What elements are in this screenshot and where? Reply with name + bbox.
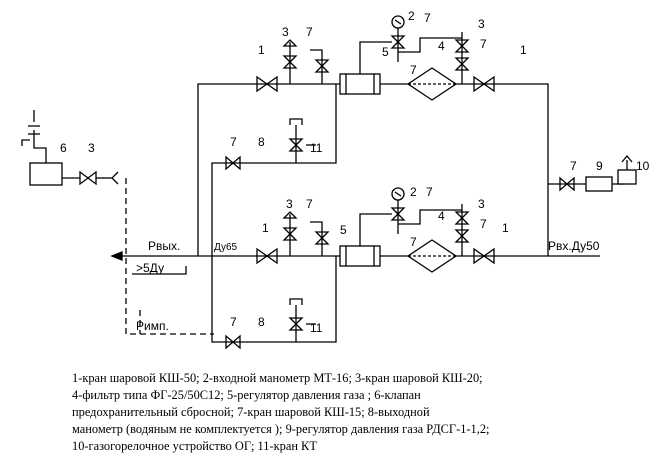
num-3-relief: 3 — [88, 141, 95, 155]
pulse-line-label: Pимп. — [136, 319, 169, 333]
gas-filter-4-bottom — [406, 239, 458, 273]
vent-valve-3-top — [282, 39, 298, 84]
relief-valve-6 — [21, 110, 63, 186]
num-7-gauge-top: 7 — [424, 11, 431, 25]
ball-valve-1-bottom-right — [473, 247, 495, 265]
pipe-labels: Pвых. >5Ду Ду65 Pвх.Ду50 Pимп. — [136, 239, 600, 333]
num-8-bottom: 8 — [258, 315, 265, 329]
legend-line: 1-кран шаровой КШ-50; 2-входной манометр… — [72, 371, 483, 385]
num-7-gauge-bottom: 7 — [426, 185, 433, 199]
num-1-bottom-right: 1 — [502, 221, 509, 235]
relief-inlet-arrow — [111, 171, 119, 185]
num-6: 6 — [60, 141, 67, 155]
num-10: 10 — [636, 159, 650, 173]
legend-line: предохранительный сбросной; 7-кран шаров… — [72, 405, 430, 419]
outlet-pressure-label: Pвых. — [148, 239, 180, 253]
pipelines — [112, 83, 625, 343]
manometer-2-bottom — [391, 187, 405, 234]
tap-valve-7-gauge-bottom — [390, 207, 406, 221]
num-11-bottom: 11 — [310, 321, 323, 335]
num-3-top: 3 — [282, 25, 289, 39]
ball-valve-1-bottom-left — [256, 247, 278, 265]
tap-valve-7-bottom — [310, 221, 330, 256]
num-7-mid-bottom: 7 — [410, 235, 417, 249]
num-7-right-top: 7 — [480, 37, 487, 51]
num-3-right-bottom: 3 — [478, 197, 485, 211]
gas-regulation-schematic: 1 7 3 5 2 7 4 7 3 7 1 8 11 7 6 3 7 9 10 … — [21, 9, 650, 350]
num-1-top-left: 1 — [258, 43, 265, 57]
num-7-right-bottom: 7 — [480, 217, 487, 231]
burner-10 — [617, 154, 637, 185]
num-11-top: 11 — [310, 141, 323, 155]
regulator-9 — [585, 176, 613, 192]
inlet-pressure-label: Pвх.Ду50 — [548, 239, 600, 253]
num-5-top: 5 — [382, 45, 389, 59]
num-7-bypass-top: 7 — [230, 135, 237, 149]
num-1-top-right: 1 — [520, 43, 527, 57]
vent-valve-3-right-bottom — [398, 204, 470, 256]
outlet-pressure-bracket — [132, 266, 187, 275]
tap-valve-7-top — [310, 49, 330, 84]
ball-valve-1-top-left — [256, 75, 278, 93]
outlet-arrow — [110, 251, 123, 261]
pressure-regulator-5-bottom — [339, 213, 392, 267]
num-1-bottom-left: 1 — [262, 221, 269, 235]
num-9: 9 — [596, 159, 603, 173]
num-5-bottom: 5 — [340, 223, 347, 237]
tap-valve-7-gauge-top — [390, 35, 406, 49]
outlet-manometer-8-top — [288, 118, 316, 163]
num-7-bypass-bottom: 7 — [230, 315, 237, 329]
outlet-pressure-limit-label: >5Ду — [136, 261, 164, 275]
vent-valve-3-bottom — [282, 211, 298, 256]
num-4-bottom: 4 — [438, 209, 445, 223]
num-7-mid-top: 7 — [410, 63, 417, 77]
outlet-diameter-label: Ду65 — [214, 242, 238, 253]
vent-valve-3-right-top — [398, 32, 470, 84]
manometer-2-top — [391, 15, 405, 62]
tap-valve-7-burner — [559, 176, 575, 192]
legend-line: 10-газогорелочное устройство ОГ; 11-кран… — [72, 439, 317, 453]
num-7-bottom: 7 — [306, 197, 313, 211]
component-numbers: 1 7 3 5 2 7 4 7 3 7 1 8 11 7 6 3 7 9 10 … — [60, 9, 650, 335]
vent-valve-3-relief — [79, 170, 97, 186]
pulse-lines — [125, 178, 214, 335]
num-3-bottom: 3 — [286, 197, 293, 211]
num-3-right-top: 3 — [478, 17, 485, 31]
num-2-bottom: 2 — [410, 185, 417, 199]
num-4-top: 4 — [438, 39, 445, 53]
num-8-top: 8 — [258, 135, 265, 149]
tap-valve-7-bypass-top — [225, 155, 241, 171]
legend-line: 4-фильтр типа ФГ-25/50С12; 5-регулятор д… — [72, 388, 421, 402]
outlet-manometer-8-bottom — [288, 298, 316, 342]
pressure-regulator-5-top — [339, 41, 392, 95]
legend-line: манометр (водяным не комплектуется ); 9-… — [72, 422, 490, 436]
legend: 1-кран шаровой КШ-50; 2-входной манометр… — [72, 370, 592, 455]
num-2-top: 2 — [408, 9, 415, 23]
num-7-burner: 7 — [570, 159, 577, 173]
ball-valve-1-top-right — [473, 75, 495, 93]
tap-valve-7-bypass-bottom — [225, 334, 241, 350]
gas-filter-4-top — [406, 67, 458, 101]
num-7-top: 7 — [306, 25, 313, 39]
